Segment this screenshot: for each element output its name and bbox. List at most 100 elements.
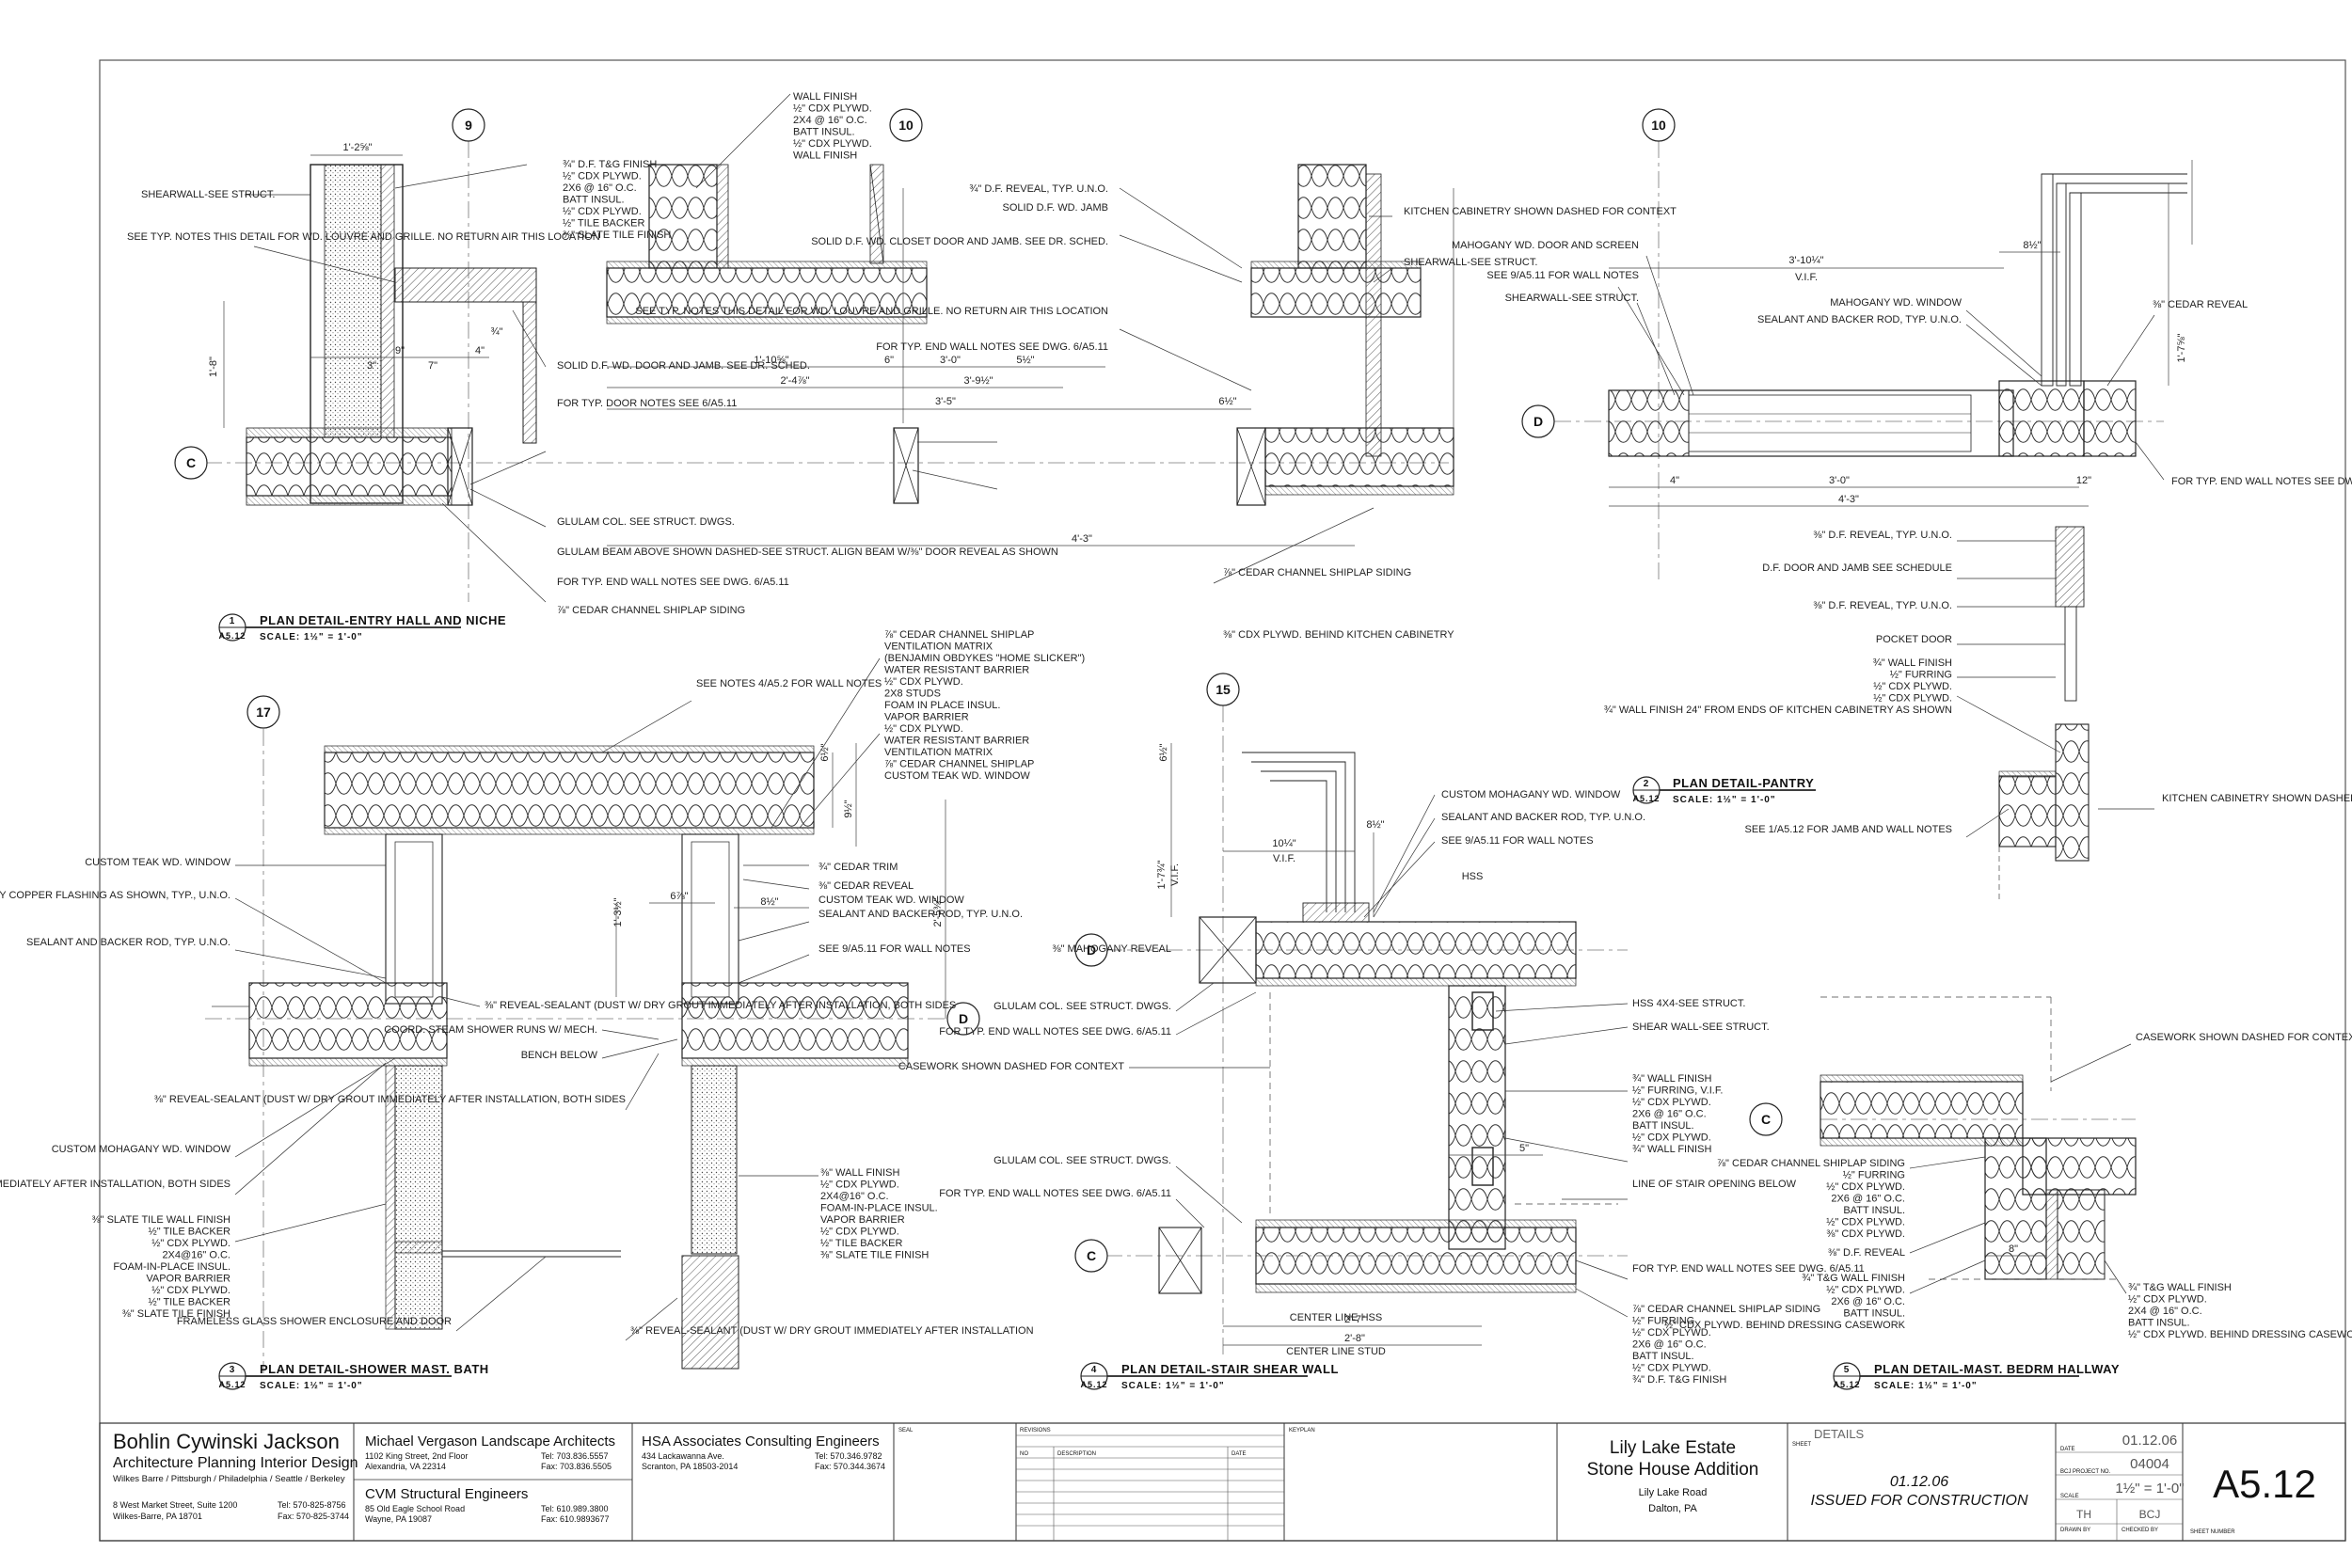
dimension-label: 3'-5" <box>935 396 956 407</box>
annotation-note: ½" CDX PLYWD. <box>1632 1132 1711 1144</box>
drawn-by: TH <box>2076 1508 2091 1521</box>
dimension-label: 4" <box>475 345 485 356</box>
annotation-note: VAPOR BARRIER <box>884 712 969 723</box>
checked-by: BCJ <box>2139 1508 2161 1521</box>
sheet-label: SHEET <box>1792 1442 1811 1448</box>
dimension-label: 1'-10⅝" <box>754 355 788 366</box>
annotation-note: 2X4@16" O.C. <box>820 1191 889 1202</box>
annotation-note: FRAMELESS GLASS SHOWER ENCLOSURE AND DOO… <box>177 1316 452 1327</box>
dimension-label: 1'-7¾" <box>1156 860 1168 889</box>
dimension-label: 4'-3" <box>1072 533 1092 545</box>
detail-title-1: PLAN DETAIL-ENTRY HALL AND NICHE <box>260 613 506 627</box>
grid-label-c-hallway: C <box>1761 1112 1771 1127</box>
annotation-note: 2X6 @ 16" O.C. <box>1632 1109 1707 1120</box>
dimension-label: 3'-0" <box>1829 475 1850 486</box>
dimension-label: 5½" <box>1016 355 1034 366</box>
annotation-note: CASEWORK SHOWN DASHED FOR CONTEXT <box>898 1061 1124 1072</box>
annotation-note: WALL FINISH <box>793 91 857 103</box>
annotation-note: SEALANT AND BACKER ROD, TYP. U.N.O. <box>818 909 1023 920</box>
dimension-label: 3'-9½" <box>963 375 993 387</box>
dimension-label: 4'-3" <box>1838 494 1859 505</box>
annotation-note: ½" FURRING <box>1843 1170 1905 1181</box>
architect-name: Bohlin Cywinski Jackson <box>113 1430 340 1453</box>
annotation-note: ½" CDX PLYWD. <box>1873 693 1952 705</box>
annotation-note: HSS <box>1462 871 1484 882</box>
grid-bubble-10-pantry <box>1642 108 1676 142</box>
annotation-note: SHEARWALL-SEE STRUCT. <box>141 189 275 200</box>
dimension-label: 8½" <box>1366 819 1384 831</box>
annotation-note: SOLID D.F. WD. DOOR AND JAMB. SEE DR. SC… <box>557 360 810 372</box>
dimension-label: 2'-8" <box>1344 1333 1365 1344</box>
annotation-note: 2X6 @ 16" O.C. <box>563 182 637 194</box>
project-no-label: BCJ PROJECT NO. <box>2060 1469 2111 1475</box>
grid-label-d-pantry: D <box>1534 414 1543 429</box>
grid-label-15: 15 <box>1216 682 1231 697</box>
annotation-note: ⅜" CDX PLYWD. <box>1826 1228 1905 1240</box>
dimension-label: V.I.F. <box>1795 272 1818 283</box>
detail-sheet-4: A5.12 <box>1080 1380 1107 1389</box>
detail-sheet-5: A5.12 <box>1833 1380 1860 1389</box>
annotation-note: 2X6 @ 16" O.C. <box>1831 1296 1905 1307</box>
dimension-label: 6½" <box>819 743 831 761</box>
grid-label-10: 10 <box>898 118 914 133</box>
annotation-note: SEE 1/A5.12 FOR JAMB AND WALL NOTES <box>1745 824 1952 835</box>
dimension-label: 1'-3½" <box>612 897 624 927</box>
annotation-note: D.F. DOOR AND JAMB SEE SCHEDULE <box>1762 562 1952 574</box>
annotation-note: SEE NOTES 4/A5.2 FOR WALL NOTES <box>696 678 882 689</box>
grid-label-d-stair: D <box>1087 942 1096 958</box>
annotation-note: ½" CDX PLYWD. <box>793 138 872 150</box>
annotation-note: FOAM-IN-PLACE INSUL. <box>820 1203 938 1214</box>
architect-address2: Wilkes-Barre, PA 18701 <box>113 1512 202 1521</box>
detail-scale-3: SCALE: 1½" = 1'-0" <box>260 1381 363 1391</box>
project-name-line2: Stone House Addition <box>1587 1460 1759 1480</box>
grid-label-c-stair: C <box>1087 1248 1096 1263</box>
dimension-label: 2'-5⅜" <box>932 897 944 927</box>
grid-bubble-c-stair <box>1074 1239 1108 1273</box>
annotation-note: CASEWORK SHOWN DASHED FOR CONTEXT <box>2136 1032 2352 1043</box>
annotation-note: ⅜" D.F. REVEAL, TYP. U.N.O. <box>1813 600 1952 611</box>
date-value: 01.12.06 <box>2122 1433 2177 1449</box>
annotation-note: SEE 9/A5.11 FOR WALL NOTES <box>1486 270 1639 281</box>
detail-num-3: 3 <box>230 1365 236 1375</box>
annotation-note: 2X4@16" O.C. <box>162 1250 230 1261</box>
annotation-note: ⅜" SLATE TILE FINISH <box>563 230 671 241</box>
detail-sheet-3: A5.12 <box>218 1380 246 1389</box>
annotation-note: ½" CDX PLYWD. <box>1632 1363 1711 1374</box>
annotation-note: FOAM-IN-PLACE INSUL. <box>113 1261 230 1273</box>
annotation-note: ⅜" D.F. REVEAL <box>1828 1247 1905 1259</box>
annotation-note: MAHOGANY WD. DOOR AND SCREEN <box>1452 240 1639 251</box>
detail-sheet-2: A5.12 <box>1632 794 1660 803</box>
dimension-label: 8½" <box>760 896 778 908</box>
sheet-title: DETAILS <box>1814 1427 1865 1441</box>
annotation-note: CUSTOM MOHAGANY WD. WINDOW <box>1441 789 1621 800</box>
annotation-note: ⅜" SLATE TILE FINISH <box>122 1308 230 1320</box>
drawn-by-label: DRAWN BY <box>2060 1528 2090 1533</box>
annotation-note: ¾" WALL FINISH <box>1632 1144 1711 1155</box>
annotation-note: VAPOR BARRIER <box>820 1214 905 1226</box>
annotation-note: ⅜" CEDAR REVEAL <box>2153 299 2248 310</box>
annotation-note: FOR TYP. END WALL NOTES SEE DWG. 6/A5.11 <box>939 1026 1171 1037</box>
annotation-note: SHEARWALL-SEE STRUCT. <box>1404 257 1537 268</box>
annotation-note: ½" CDX PLYWD. <box>563 171 642 182</box>
sheet-number-label: SHEET NUMBER <box>2190 1529 2235 1535</box>
dimension-label: V.I.F. <box>1273 853 1295 864</box>
project-town: Dalton, PA <box>1648 1503 1697 1514</box>
grid-label-9: 9 <box>465 118 472 133</box>
architect-tagline: Architecture Planning Interior Design <box>113 1455 358 1471</box>
annotation-note: BATT INSUL. <box>563 195 625 206</box>
annotation-note: BATT INSUL. <box>2128 1318 2190 1329</box>
annotation-note: CUSTOM TEAK WD. WINDOW <box>884 770 1030 782</box>
annotation-note: KITCHEN CABINETRY SHOWN DASHED FOR CONTE… <box>1404 206 1677 217</box>
annotation-note: BATT INSUL. <box>1632 1351 1694 1362</box>
annotation-note: GLULAM COL. SEE STRUCT. DWGS. <box>993 1001 1171 1012</box>
annotation-note: ½" CDX PLYWD. <box>151 1238 230 1249</box>
annotation-note: FOR TYP. END WALL NOTES SEE DWG. 6/A5.11 <box>2171 476 2352 487</box>
structural-address2: Wayne, PA 19087 <box>365 1514 432 1524</box>
annotation-note: ⅞" CEDAR CHANNEL SHIPLAP <box>884 759 1034 770</box>
annotation-note: ½" CDX PLYWD. <box>563 206 642 217</box>
annotation-note: ½" TILE BACKER <box>820 1238 903 1249</box>
consulting-tel: Tel: 570.346.9782 <box>815 1451 882 1461</box>
architect-address1: 8 West Market Street, Suite 1200 <box>113 1500 237 1510</box>
dimension-label: 3'-0" <box>940 355 961 366</box>
